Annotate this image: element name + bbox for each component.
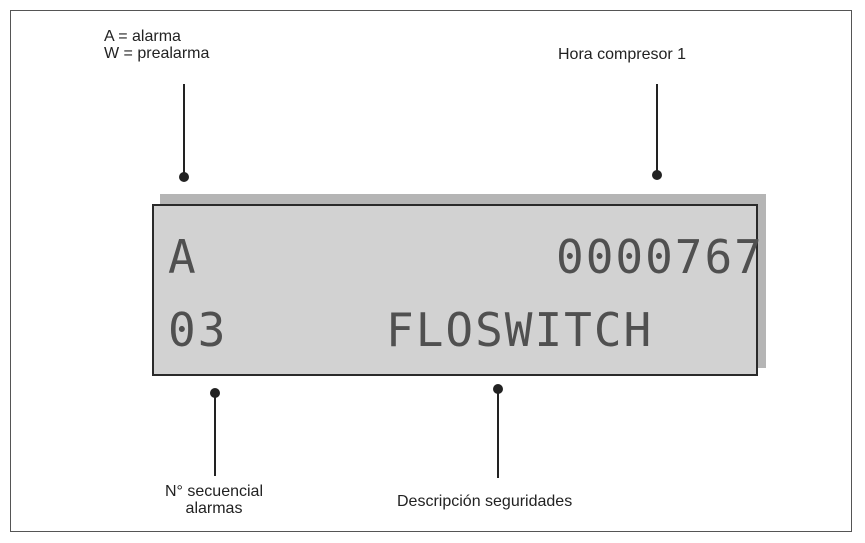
lcd-alarm-type: A (168, 230, 198, 284)
lcd-safety-description: FLOSWITCH (386, 303, 654, 357)
sequence-label-line2: alarmas (185, 500, 243, 517)
alarm-legend-line-prealarm: W = prealarma (104, 45, 210, 62)
alarm-legend: A = alarma W = prealarma (104, 28, 209, 62)
description-label: Descripción seguridades (397, 493, 573, 510)
description-leader-dot (493, 384, 503, 394)
sequence-label-line1: N° secuencial (165, 483, 263, 500)
compressor-hours-leader-dot (652, 170, 662, 180)
alarm-leader-line (183, 84, 185, 176)
compressor-hours-leader-line (656, 84, 658, 176)
compressor-hours-label: Hora compresor 1 (558, 46, 687, 63)
alarm-leader-dot (179, 172, 189, 182)
lcd-display (152, 204, 758, 376)
sequence-label: N° secuencial alarmas (134, 483, 294, 517)
description-leader-line (497, 390, 499, 478)
sequence-leader-line (214, 394, 216, 476)
lcd-sequence-number: 03 (168, 303, 228, 357)
alarm-legend-line-alarm: A = alarma (104, 28, 181, 45)
sequence-leader-dot (210, 388, 220, 398)
lcd-compressor-hours: 0000767 (556, 230, 764, 284)
